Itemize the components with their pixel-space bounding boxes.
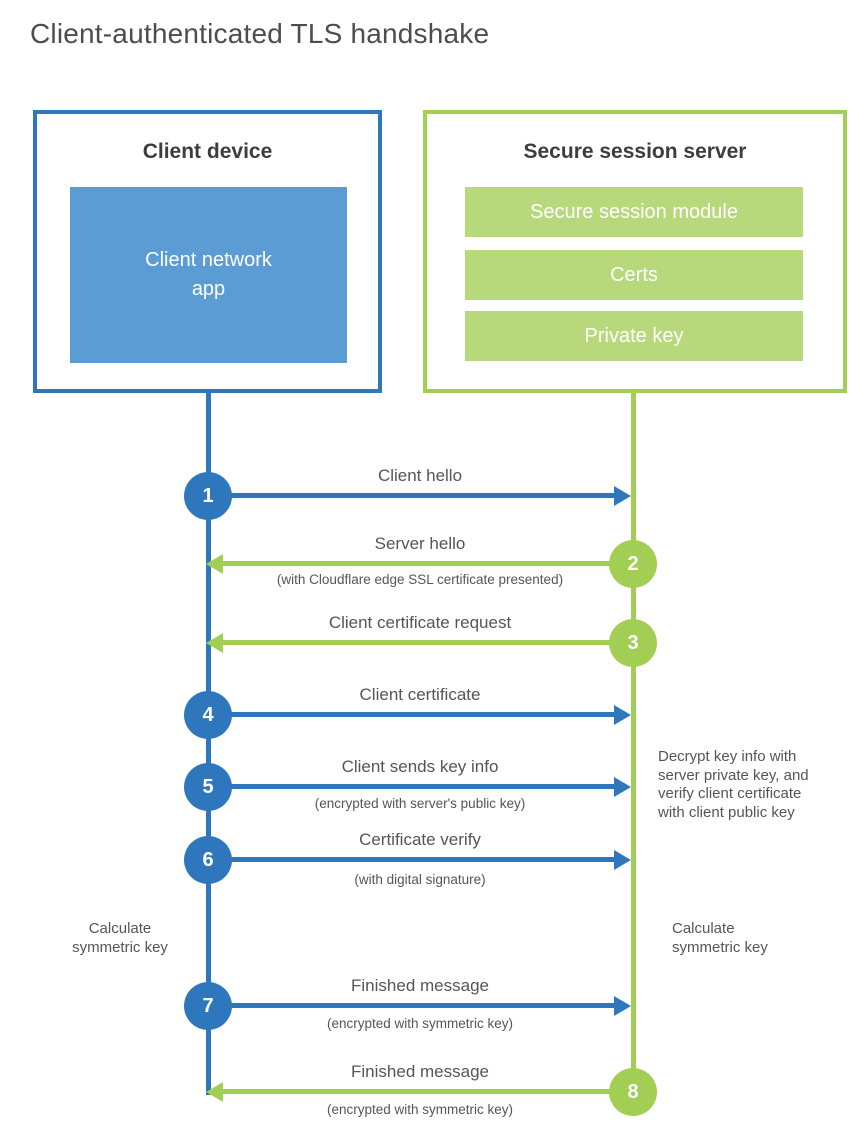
- step-8-arrow: [223, 1089, 633, 1094]
- step-2-arrow: [223, 561, 633, 566]
- client-network-app-box: Client network app: [70, 187, 347, 363]
- step-2-badge: 2: [609, 540, 657, 588]
- step-6-sublabel: (with digital signature): [354, 872, 486, 887]
- step-1-badge: 1: [184, 472, 232, 520]
- calculate-symmetric-key-server-note: Calculate symmetric key: [672, 920, 768, 956]
- step-1-arrow: [208, 493, 615, 498]
- step-8-sublabel: (encrypted with symmetric key): [326, 1102, 514, 1117]
- step-6-arrowhead-icon: [614, 850, 631, 870]
- step-6-label: Certificate verify: [359, 830, 481, 849]
- secure-session-module-box: Secure session module: [465, 187, 803, 237]
- step-4-arrowhead-icon: [614, 705, 631, 725]
- step-7-sublabel: (encrypted with symmetric key): [326, 1016, 514, 1031]
- step-4-label: Client certificate: [359, 685, 481, 704]
- step-3-arrowhead-icon: [206, 633, 223, 653]
- page-title: Client-authenticated TLS handshake: [30, 18, 490, 49]
- step-1-label: Client hello: [377, 466, 463, 485]
- step-7-arrowhead-icon: [614, 996, 631, 1016]
- step-6-badge: 6: [184, 836, 232, 884]
- private-key-box: Private key: [465, 311, 803, 361]
- step-7-arrow: [208, 1003, 615, 1008]
- step-8-label: Finished message: [351, 1062, 489, 1081]
- step-3-label: Client certificate request: [328, 613, 512, 632]
- calculate-symmetric-key-client-note: Calculate symmetric key: [72, 920, 168, 956]
- server-lifeline: [631, 393, 636, 1093]
- step-4-badge: 4: [184, 691, 232, 739]
- step-5-label: Client sends key info: [341, 757, 499, 776]
- step-2-sublabel: (with Cloudflare edge SSL certificate pr…: [276, 572, 564, 587]
- step-3-badge: 3: [609, 619, 657, 667]
- step-8-arrowhead-icon: [206, 1082, 223, 1102]
- step-7-label: Finished message: [351, 976, 489, 995]
- decrypt-key-info-note: Decrypt key info with server private key…: [658, 748, 809, 821]
- step-2-label: Server hello: [374, 534, 466, 553]
- step-5-sublabel: (encrypted with server's public key): [314, 796, 526, 811]
- step-5-arrowhead-icon: [614, 777, 631, 797]
- certs-label: Certs: [610, 263, 658, 286]
- step-6-arrow: [208, 857, 615, 862]
- step-3-arrow: [223, 640, 633, 645]
- private-key-label: Private key: [584, 324, 684, 347]
- step-4-arrow: [208, 712, 615, 717]
- certs-box: Certs: [465, 250, 803, 300]
- step-5-badge: 5: [184, 763, 232, 811]
- step-1-arrowhead-icon: [614, 486, 631, 506]
- client-lifeline: [206, 393, 211, 1095]
- secure-session-module-label: Secure session module: [530, 200, 738, 223]
- step-2-arrowhead-icon: [206, 554, 223, 574]
- client-device-title: Client device: [142, 140, 273, 163]
- step-8-badge: 8: [609, 1068, 657, 1116]
- step-7-badge: 7: [184, 982, 232, 1030]
- secure-session-server-title: Secure session server: [523, 140, 747, 163]
- step-5-arrow: [208, 784, 615, 789]
- client-network-app-label: Client network app: [145, 249, 272, 300]
